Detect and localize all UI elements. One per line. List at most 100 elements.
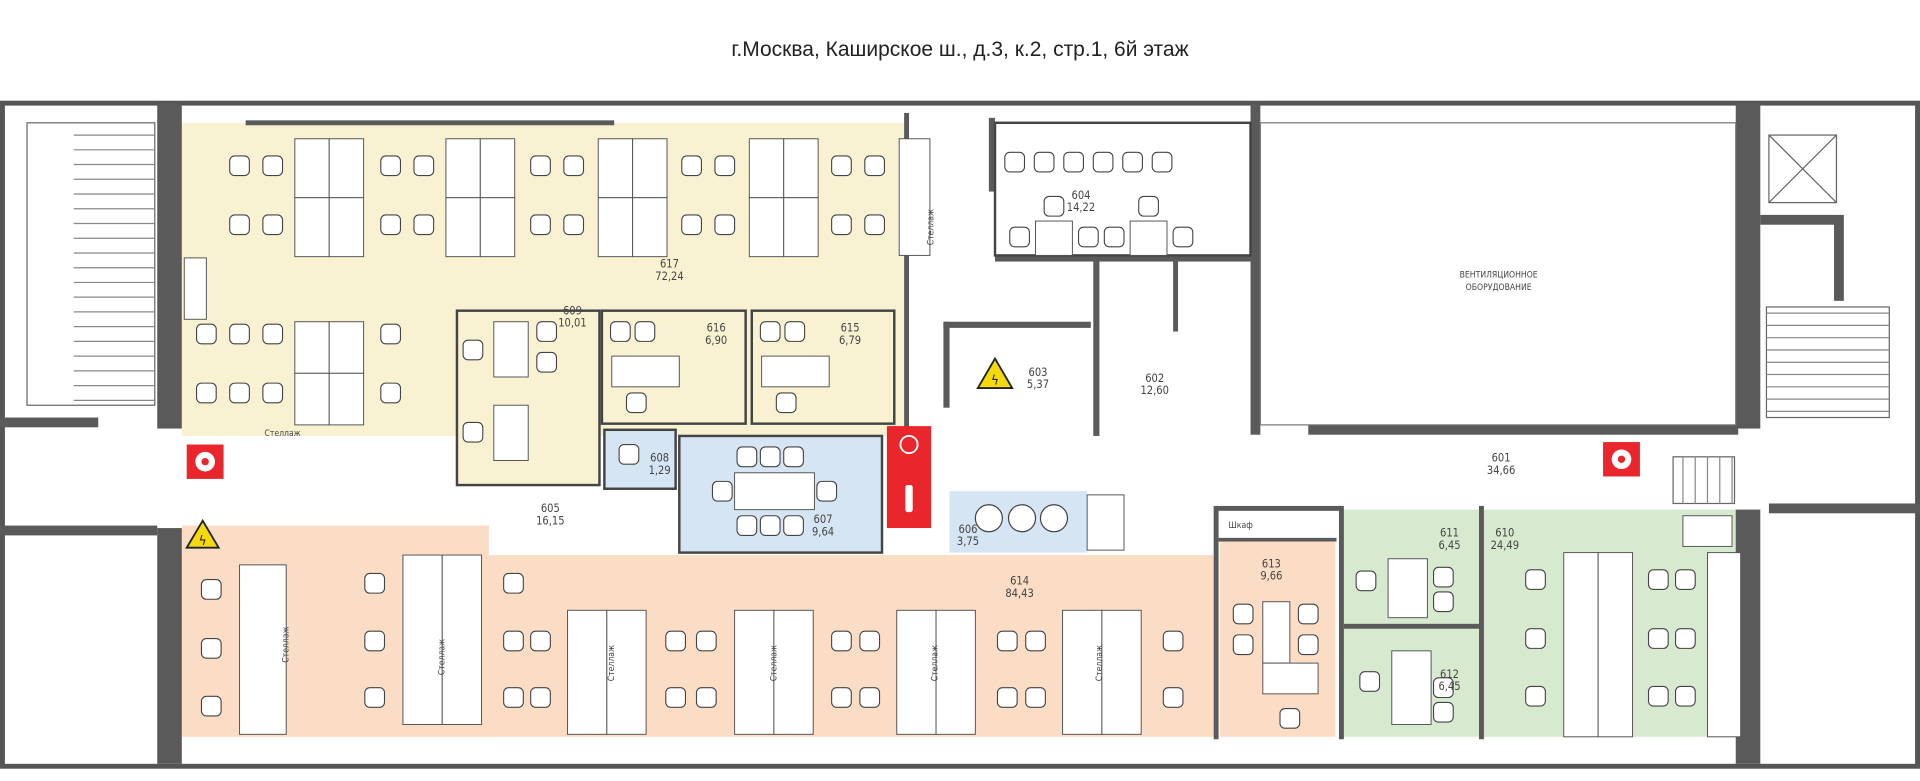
desk — [328, 197, 365, 258]
chair — [380, 323, 402, 345]
chair — [530, 155, 551, 177]
chair — [536, 351, 558, 373]
chair — [711, 480, 733, 502]
chair — [563, 155, 585, 177]
chair — [1674, 628, 1696, 649]
room-number: 602 — [1145, 372, 1164, 385]
chair — [665, 687, 687, 708]
chair — [1077, 226, 1099, 248]
room-number: 617 — [660, 258, 679, 271]
armchair — [1007, 504, 1037, 533]
chair — [859, 687, 881, 708]
chair — [1092, 151, 1114, 173]
chair — [1151, 151, 1173, 173]
room-area: 6,45 — [1438, 680, 1460, 693]
room-area: 14,22 — [1067, 201, 1095, 214]
chair — [229, 214, 250, 236]
desk — [239, 564, 287, 735]
chair — [714, 155, 736, 177]
chair — [530, 630, 551, 652]
desk — [773, 609, 814, 735]
room-number: 614 — [1010, 575, 1029, 588]
chair — [1009, 226, 1030, 248]
chair — [1647, 628, 1669, 649]
chair — [380, 382, 402, 404]
stairs-left-icon — [26, 122, 156, 406]
chair — [1647, 569, 1669, 590]
chair — [714, 214, 736, 236]
desk — [1129, 220, 1168, 256]
desk — [328, 372, 365, 426]
chair — [864, 214, 886, 236]
desk — [445, 138, 481, 199]
room-area: 34,66 — [1487, 464, 1515, 477]
armchair — [1039, 504, 1069, 533]
desk — [1062, 609, 1103, 735]
room-608-fill — [604, 429, 676, 489]
desk — [445, 197, 481, 258]
desk — [294, 197, 330, 258]
chair — [1025, 630, 1046, 652]
desk — [479, 138, 516, 199]
desk — [611, 355, 680, 388]
chair — [536, 321, 558, 342]
desk — [1262, 662, 1319, 695]
chair — [195, 382, 217, 404]
chair — [1138, 195, 1159, 217]
room-area: 84,43 — [1005, 587, 1033, 600]
chair — [625, 392, 647, 414]
desk — [567, 609, 608, 735]
armchair — [974, 504, 1003, 533]
chair — [530, 687, 551, 708]
chair — [1432, 677, 1454, 699]
chair — [1297, 634, 1319, 656]
chair — [262, 214, 284, 236]
fire-hose-cabinet — [886, 426, 932, 529]
chair — [609, 321, 631, 342]
chair — [1232, 603, 1254, 625]
chair — [759, 515, 781, 536]
chair — [1647, 685, 1669, 707]
chair — [831, 630, 852, 652]
chair — [462, 421, 484, 443]
partitions — [455, 121, 1737, 554]
chair — [665, 630, 687, 652]
chair — [530, 214, 551, 236]
desk — [898, 138, 931, 256]
room-area: 72,24 — [655, 270, 683, 283]
shelf-label: Стеллаж — [769, 645, 779, 681]
room-number: 613 — [1262, 557, 1281, 570]
chair — [364, 687, 386, 708]
chair — [695, 687, 717, 708]
ventilation-label-2: ОБОРУДОВАНИЕ — [1466, 283, 1532, 293]
desk — [734, 609, 775, 735]
desk — [1706, 552, 1742, 738]
svg-text:ϟ: ϟ — [199, 533, 207, 549]
chair — [503, 687, 524, 708]
chair — [996, 687, 1018, 708]
chair — [1063, 151, 1085, 173]
room-area: 16,15 — [536, 514, 564, 527]
room-number: 616 — [707, 322, 726, 335]
fire-hose-icon — [1603, 442, 1640, 477]
chair — [1043, 195, 1065, 217]
room-number: 610 — [1495, 527, 1514, 540]
room-number: 609 — [563, 304, 582, 317]
room-number: 601 — [1492, 452, 1511, 465]
chair — [1525, 569, 1546, 590]
desk — [1387, 558, 1428, 619]
desk — [1563, 552, 1599, 738]
chair — [816, 480, 838, 502]
chair — [503, 630, 524, 652]
desk — [761, 355, 830, 388]
chair — [736, 446, 758, 468]
desk — [294, 138, 330, 199]
room-number: 615 — [841, 322, 860, 335]
ventilation-label-1: ВЕНТИЛЯЦИОННОЕ — [1460, 271, 1538, 281]
chair — [413, 214, 435, 236]
desk — [294, 372, 330, 426]
shelf-label: Стеллаж — [607, 645, 617, 681]
desk — [183, 257, 207, 320]
chair — [783, 446, 804, 468]
